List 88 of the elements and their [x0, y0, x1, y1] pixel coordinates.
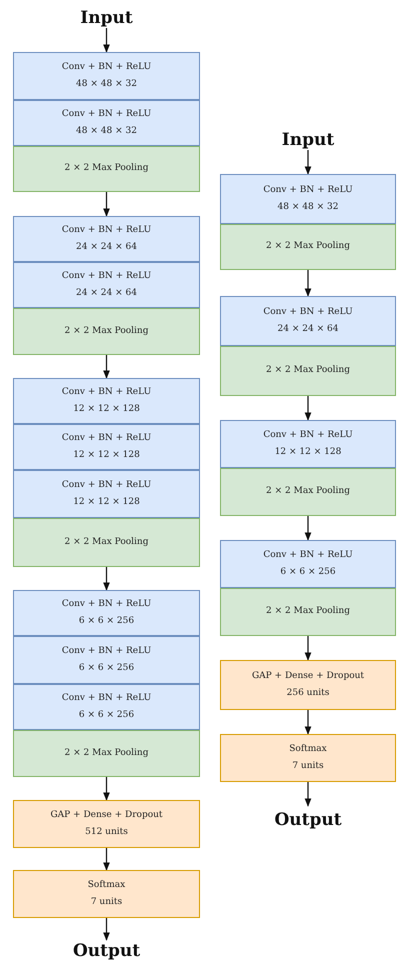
layer-text: 7 units: [90, 896, 122, 909]
pooling-layer-box: [220, 346, 396, 396]
arrow: [103, 777, 110, 801]
layer-text: 256 units: [286, 687, 330, 700]
layer-text: GAP + Dense + Dropout: [50, 808, 163, 822]
layer-text: Conv + BN + ReLU: [62, 224, 152, 237]
layer-text: 6 × 6 × 256: [280, 566, 336, 579]
layer-text: 2 × 2 Max Pooling: [64, 746, 148, 760]
layer-text: Conv + BN + ReLU: [263, 184, 353, 197]
layer-text: 24 × 24 × 64: [278, 323, 338, 336]
conv-layer-box: [220, 174, 396, 224]
layer-text: Conv + BN + ReLU: [263, 548, 353, 562]
conv-layer-box: [13, 52, 200, 100]
conv-layer-box: [13, 100, 200, 146]
layer-text: 24 × 24 × 64: [76, 241, 137, 254]
terminal-label: Output: [13, 940, 200, 961]
arrow: [103, 567, 110, 591]
arrow: [103, 848, 110, 871]
conv-layer-box: [13, 262, 200, 308]
terminal-label: Output: [220, 806, 396, 834]
layer-text: 48 × 48 × 32: [76, 78, 137, 91]
layer-text: 12 × 12 × 128: [274, 446, 342, 459]
layer-text: 2 × 2 Max Pooling: [64, 162, 148, 176]
layer-text: Conv + BN + ReLU: [62, 270, 152, 283]
arrow: [304, 396, 312, 421]
layer-text: Softmax: [289, 742, 327, 756]
layer-text: Conv + BN + ReLU: [62, 478, 152, 492]
dense-layer-box: [13, 870, 200, 918]
conv-layer-box: [13, 636, 200, 684]
dense-layer-box: [13, 800, 200, 848]
arrow: [304, 636, 312, 661]
layer-text: GAP + Dense + Dropout: [252, 670, 364, 683]
pooling-layer-box: [13, 518, 200, 567]
layer-text: 6 × 6 × 256: [78, 615, 134, 628]
conv-layer-box: [13, 216, 200, 262]
pooling-layer-box: [220, 468, 396, 516]
layer-text: Conv + BN + ReLU: [62, 386, 152, 399]
arrow: [103, 192, 110, 217]
layer-text: 2 × 2 Max Pooling: [266, 364, 350, 378]
arrow: [304, 782, 312, 807]
dense-layer-box: [220, 660, 396, 710]
layer-text: 12 × 12 × 128: [73, 403, 140, 416]
layer-text: Conv + BN + ReLU: [263, 428, 353, 442]
layer-text: Softmax: [88, 878, 126, 892]
arrow: [103, 28, 110, 53]
arrow: [304, 516, 312, 541]
conv-layer-box: [13, 378, 200, 424]
layer-text: Conv + BN + ReLU: [263, 306, 353, 319]
dense-layer-box: [220, 734, 396, 782]
layer-text: 2 × 2 Max Pooling: [64, 324, 148, 338]
layer-text: Conv + BN + ReLU: [62, 598, 152, 611]
arrow: [103, 918, 110, 941]
pooling-layer-box: [220, 224, 396, 270]
layer-text: 6 × 6 × 256: [78, 662, 134, 675]
layer-text: 2 × 2 Max Pooling: [64, 536, 148, 549]
arrow: [304, 710, 312, 735]
layer-text: 512 units: [85, 826, 128, 839]
conv-layer-box: [220, 540, 396, 588]
layer-text: 48 × 48 × 32: [76, 125, 137, 138]
arrow: [103, 355, 110, 379]
conv-layer-box: [13, 590, 200, 636]
conv-layer-box: [13, 470, 200, 518]
layer-text: 7 units: [292, 760, 324, 773]
layer-text: 6 × 6 × 256: [78, 709, 134, 722]
layer-text: Conv + BN + ReLU: [62, 60, 152, 74]
layer-text: 2 × 2 Max Pooling: [266, 605, 350, 618]
terminal-label: Input: [13, 4, 200, 32]
layer-text: 48 × 48 × 32: [278, 201, 338, 214]
arrow: [304, 270, 312, 297]
pooling-layer-box: [13, 730, 200, 777]
terminal-label: Input: [220, 126, 396, 154]
layer-text: Conv + BN + ReLU: [62, 644, 152, 658]
pooling-layer-box: [220, 588, 396, 636]
layer-text: Conv + BN + ReLU: [62, 692, 152, 705]
layer-text: 2 × 2 Max Pooling: [266, 485, 350, 498]
pooling-layer-box: [13, 308, 200, 355]
layer-text: Conv + BN + ReLU: [62, 432, 152, 445]
arrow: [304, 150, 312, 175]
layer-text: 2 × 2 Max Pooling: [266, 240, 350, 254]
pooling-layer-box: [13, 146, 200, 192]
conv-layer-box: [220, 296, 396, 346]
layer-text: Conv + BN + ReLU: [62, 108, 152, 121]
conv-layer-box: [13, 424, 200, 470]
layer-text: 12 × 12 × 128: [73, 449, 140, 462]
layer-text: 12 × 12 × 128: [73, 496, 140, 509]
conv-layer-box: [13, 684, 200, 730]
layer-text: 24 × 24 × 64: [76, 287, 137, 300]
conv-layer-box: [220, 420, 396, 468]
